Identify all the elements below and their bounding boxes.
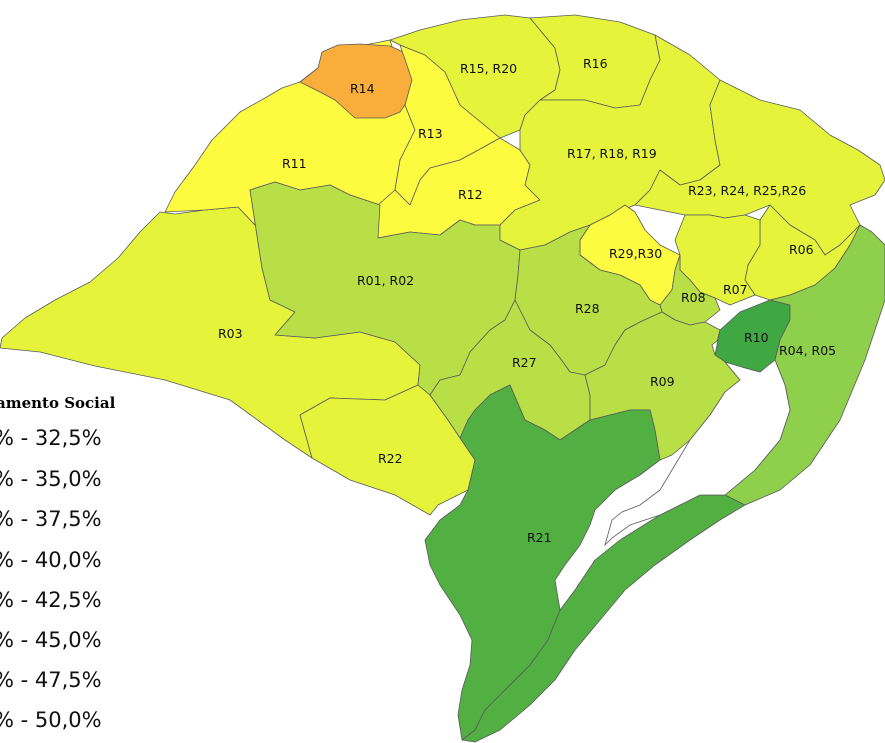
label-r11: R11 bbox=[282, 156, 307, 171]
label-r15-r20: R15, R20 bbox=[460, 61, 517, 76]
label-r07: R07 bbox=[723, 282, 748, 297]
label-r22: R22 bbox=[378, 451, 403, 466]
legend-item: % - 42,5% bbox=[0, 588, 102, 612]
legend-item: % - 35,0% bbox=[0, 467, 102, 491]
legend-item: % - 45,0% bbox=[0, 628, 102, 652]
label-r27: R27 bbox=[512, 355, 537, 370]
legend-item: % - 37,5% bbox=[0, 507, 102, 531]
label-r14: R14 bbox=[350, 81, 375, 96]
label-r06: R06 bbox=[789, 242, 814, 257]
label-r12: R12 bbox=[458, 187, 483, 202]
lagoon-inlet bbox=[711, 338, 719, 356]
label-r13: R13 bbox=[418, 126, 443, 141]
label-r04-r05: R04, R05 bbox=[779, 343, 836, 358]
region-r21[interactable] bbox=[424, 384, 661, 741]
label-r29-r30: R29,R30 bbox=[609, 246, 662, 261]
legend-item: % - 32,5% bbox=[0, 426, 102, 450]
lagoon-water bbox=[604, 359, 791, 547]
label-r21: R21 bbox=[527, 530, 552, 545]
legend-title: amento Social bbox=[0, 394, 116, 412]
label-r16: R16 bbox=[583, 56, 608, 71]
label-r08: R08 bbox=[681, 290, 706, 305]
label-r09: R09 bbox=[650, 374, 675, 389]
legend-item: % - 40,0% bbox=[0, 548, 102, 572]
label-r10: R10 bbox=[744, 330, 769, 345]
label-r23-r26: R23, R24, R25,R26 bbox=[688, 183, 806, 198]
label-r01-r02: R01, R02 bbox=[357, 273, 414, 288]
label-r28: R28 bbox=[575, 301, 600, 316]
label-r03: R03 bbox=[218, 326, 243, 341]
legend-item: % - 50,0% bbox=[0, 708, 102, 732]
label-r17-r18-r19: R17, R18, R19 bbox=[567, 146, 657, 161]
legend-item: % - 47,5% bbox=[0, 668, 102, 692]
